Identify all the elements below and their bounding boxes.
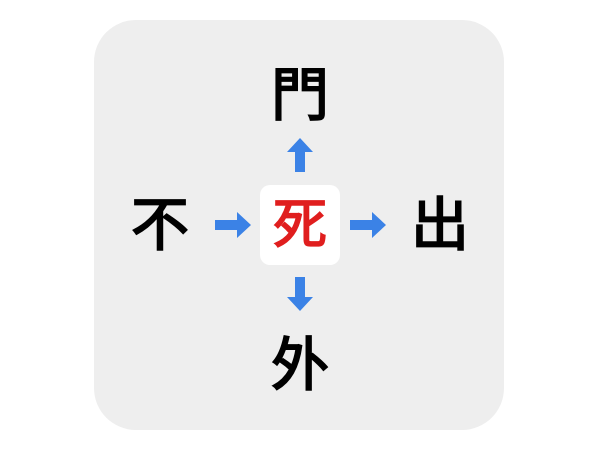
kanji-right: 出 bbox=[410, 191, 469, 259]
kanji-top: 門 bbox=[270, 61, 329, 129]
kanji-center: 死 bbox=[273, 193, 327, 256]
arrow-down-icon bbox=[287, 277, 313, 311]
kanji-bottom: 外 bbox=[270, 331, 329, 399]
arrow-up-icon bbox=[287, 138, 313, 172]
arrow-right-icon bbox=[215, 212, 251, 238]
kanji-left: 不 bbox=[130, 191, 189, 259]
center-tile: 死 bbox=[260, 185, 340, 265]
arrow-right-icon bbox=[350, 212, 386, 238]
